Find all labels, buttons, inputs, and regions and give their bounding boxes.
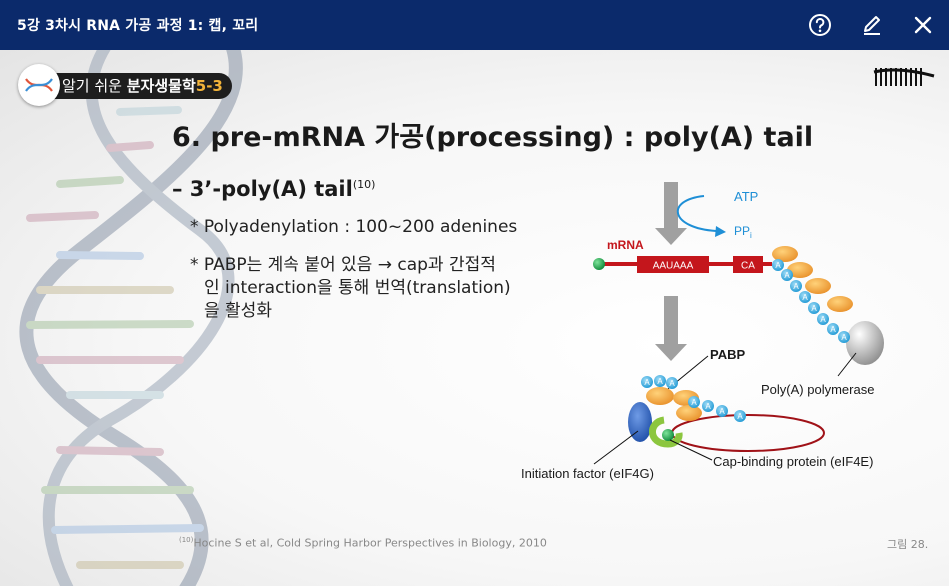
- adenine-bead-label: A: [830, 325, 836, 334]
- mrna-loop: [671, 414, 825, 452]
- eif4g-pointer: [593, 430, 639, 465]
- polya-tail-top: A A A A A A A A: [772, 246, 884, 365]
- adenine-bead: [702, 400, 714, 412]
- ppi-label: PPi: [734, 224, 752, 240]
- pabp-protein: [787, 262, 813, 278]
- polya-polymerase-label: Poly(A) polymerase: [761, 382, 874, 397]
- eif4g-protein: [628, 402, 652, 442]
- barcode-logo-icon: [873, 68, 935, 86]
- adenine-bead: [641, 376, 653, 388]
- edit-pencil-icon[interactable]: [859, 12, 885, 38]
- sub-bullet-pabp-line2: 인 interaction을 통해 번역(translation): [204, 278, 511, 298]
- cap-5prime-bottom: [662, 429, 674, 441]
- down-arrow-top: [655, 182, 687, 245]
- close-icon[interactable]: [910, 12, 936, 38]
- course-name: 분자생물학: [126, 77, 196, 95]
- bullet-reference: (10): [352, 178, 376, 191]
- adenine-bead: [654, 375, 666, 387]
- eif4e-protein: [649, 416, 683, 448]
- adenine-bead-label: A: [644, 378, 650, 387]
- adenine-bead-label: A: [811, 304, 817, 313]
- eif4e-pointer: [669, 439, 713, 461]
- adenine-bead: [772, 259, 784, 271]
- ppi-label-sub: i: [750, 231, 752, 240]
- adenine-bead-label: A: [691, 398, 697, 407]
- citation: (10)Hocine S et al, Cold Spring Harbor P…: [179, 536, 547, 550]
- adenine-bead: [666, 377, 678, 389]
- down-arrow-bottom: [655, 296, 687, 361]
- sub-bullet-polyadenylation: * Polyadenylation : 100~200 adenines: [190, 217, 518, 237]
- adenine-bead-label: A: [793, 282, 799, 291]
- bullet-polya-tail-text: – 3’-poly(A) tail: [172, 177, 353, 201]
- initiation-factor-label: Initiation factor (eIF4G): [521, 466, 654, 481]
- dna-logo-icon: [25, 78, 53, 92]
- title-bar: 5강 3차시 RNA 가공 과정 1: 캡, 꼬리: [0, 0, 949, 50]
- adenine-bead-label: A: [705, 402, 711, 411]
- atp-curve-arrow: [676, 195, 717, 232]
- adenine-bead: [838, 331, 850, 343]
- ca-label: CA: [741, 261, 755, 272]
- adenine-bead-label: A: [802, 293, 808, 302]
- adenine-bead-label: A: [775, 261, 781, 270]
- adenine-bead-label: A: [669, 379, 675, 388]
- bullet-polya-tail: – 3’-poly(A) tail(10): [172, 177, 375, 201]
- adenine-bead-label: A: [784, 271, 790, 280]
- cap-binding-label: Cap-binding protein (eIF4E): [713, 454, 873, 469]
- pabp-protein: [805, 278, 831, 294]
- adenine-bead: [688, 396, 700, 408]
- adenine-bead: [817, 313, 829, 325]
- adenine-bead: [799, 291, 811, 303]
- lecture-slide: 알기 쉬운 분자생물학5-3 6. pre-mRNA 가공(processing…: [0, 50, 949, 586]
- figure-number: 그림 28.: [887, 538, 929, 551]
- adenine-bead: [808, 302, 820, 314]
- citation-ref: (10): [179, 536, 194, 544]
- adenine-bead: [734, 410, 746, 422]
- dna-helix-decoration: [19, 50, 243, 586]
- pabp-label: PABP: [710, 347, 745, 362]
- polymerase-pointer: [837, 352, 857, 377]
- course-logo: [18, 64, 60, 106]
- sub-bullet-pabp-line3: 을 활성화: [204, 301, 272, 321]
- lesson-number: 5-3: [195, 77, 223, 95]
- polya-diagram: ATP PPi mRNA AAUAAA CA A A A A A A A A: [521, 182, 884, 481]
- closed-loop-complex: A A A A A A A: [628, 375, 825, 452]
- mrna-label: mRNA: [607, 238, 644, 252]
- cap-5prime-top: [593, 258, 605, 270]
- citation-text: Hocine S et al, Cold Spring Harbor Persp…: [193, 536, 547, 550]
- atp-arrowhead: [715, 226, 726, 237]
- course-prefix: 알기 쉬운: [62, 77, 127, 95]
- sub-bullet-pabp-line1: * PABP는 계속 붙어 있음 → cap과 간접적: [190, 255, 496, 275]
- adenine-bead-label: A: [737, 412, 743, 421]
- ppi-label-main: PP: [734, 224, 750, 238]
- window-title: 5강 3차시 RNA 가공 과정 1: 캡, 꼬리: [17, 18, 259, 34]
- atp-label: ATP: [734, 189, 758, 204]
- course-badge: 알기 쉬운 분자생물학5-3: [18, 64, 232, 106]
- adenine-bead: [790, 280, 802, 292]
- pabp-protein: [646, 387, 674, 405]
- adenine-bead-label: A: [841, 333, 847, 342]
- aauaaa-box: [637, 256, 709, 273]
- adenine-bead-label: A: [657, 377, 663, 386]
- adenine-bead-label: A: [719, 407, 725, 416]
- pabp-protein: [676, 405, 702, 421]
- adenine-bead: [827, 323, 839, 335]
- pabp-protein: [827, 296, 853, 312]
- adenine-bead: [716, 405, 728, 417]
- slide-heading: 6. pre-mRNA 가공(processing) : poly(A) tai…: [172, 122, 814, 153]
- pabp-protein: [772, 246, 798, 262]
- aauaaa-label: AAUAAA: [653, 261, 694, 272]
- ca-box: [733, 256, 763, 273]
- adenine-bead: [781, 269, 793, 281]
- help-icon[interactable]: [807, 12, 833, 38]
- adenine-bead-label: A: [820, 315, 826, 324]
- course-title-pill: 알기 쉬운 분자생물학5-3: [42, 73, 232, 99]
